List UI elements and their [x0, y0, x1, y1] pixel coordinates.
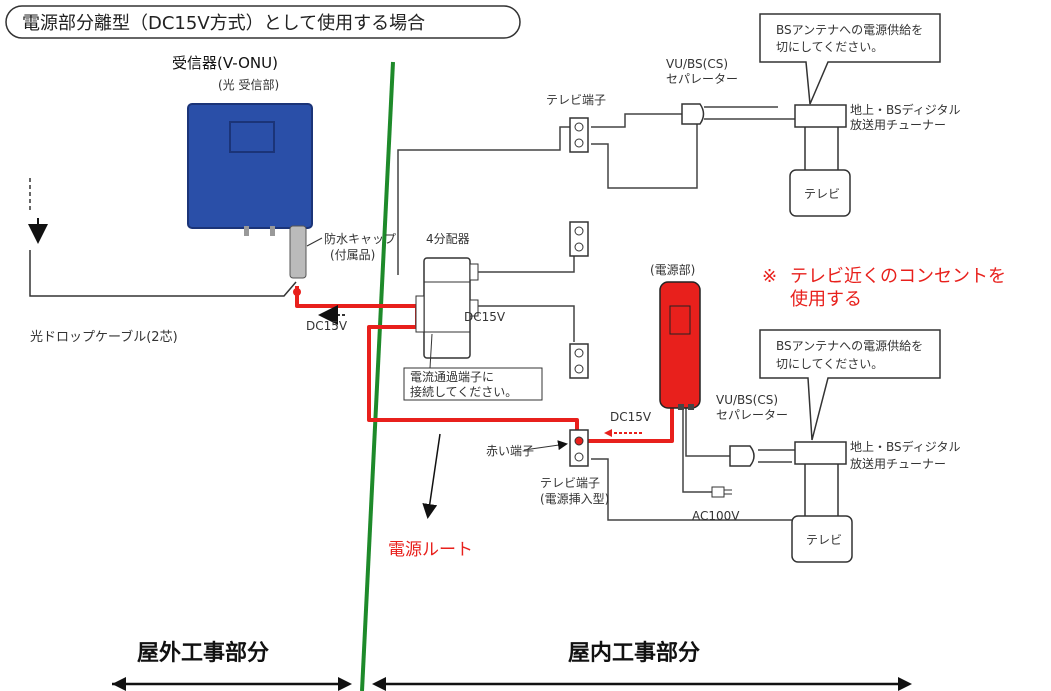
terminal-bottom-label: テレビ端子 (電源挿入型)	[540, 476, 609, 506]
power-route-label: 電源ルート	[388, 540, 473, 560]
receiver-sub-label: (光 受信部)	[218, 77, 279, 92]
svg-text:テレビ: テレビ	[804, 187, 840, 201]
title: 電源部分離型（DC15V方式）として使用する場合	[22, 13, 425, 34]
svg-text:地上・BSディジタル: 地上・BSディジタル	[850, 102, 961, 117]
svg-text:放送用チューナー: 放送用チューナー	[850, 456, 946, 471]
svg-text:使用する: 使用する	[790, 289, 862, 310]
svg-text:放送用チューナー: 放送用チューナー	[850, 117, 946, 132]
separator-label-bottom: VU/BS(CS) セパレーター	[716, 393, 788, 422]
svg-text:(電源挿入型): (電源挿入型)	[540, 492, 609, 506]
tuner-bottom	[794, 441, 847, 465]
tv-terminal-power	[569, 429, 589, 467]
tuner-top	[794, 104, 847, 128]
tv-bottom: テレビ	[791, 515, 853, 563]
title-box: 電源部分離型（DC15V方式）として使用する場合	[5, 5, 521, 39]
receiver-label: 受信器(V-ONU)	[172, 54, 278, 72]
tv-top: テレビ	[789, 169, 851, 217]
separator-bottom	[729, 445, 755, 467]
outlet-terminal-1	[569, 221, 589, 257]
svg-text:接続してください。: 接続してください。	[410, 384, 517, 399]
svg-text:(付属品): (付属品)	[330, 248, 375, 262]
svg-text:セパレーター: セパレーター	[716, 408, 788, 422]
svg-text:※: ※	[762, 266, 777, 287]
svg-text:テレビ近くのコンセントを: テレビ近くのコンセントを	[790, 266, 1006, 287]
svg-text:電流通過端子に: 電流通過端子に	[410, 370, 494, 384]
ac-plug	[711, 486, 732, 498]
dc-left-label: DC15V	[306, 319, 348, 333]
svg-text:切にしてください。: 切にしてください。	[776, 40, 883, 54]
svg-text:地上・BSディジタル: 地上・BSディジタル	[850, 439, 961, 454]
svg-text:BSアンテナへの電源供給を: BSアンテナへの電源供給を	[776, 23, 923, 37]
svg-text:VU/BS(CS): VU/BS(CS)	[716, 393, 778, 407]
outdoor-span-arrow	[112, 677, 352, 691]
power-unit-label: (電源部)	[650, 262, 695, 277]
tv-terminal-top	[569, 117, 589, 153]
waterproof-cap-label: 防水キャップ (付属品)	[324, 231, 396, 262]
indoor-span-arrow	[372, 677, 912, 691]
separator-top	[681, 103, 705, 125]
tuner-top-label: 地上・BSディジタル 放送用チューナー	[850, 102, 961, 132]
coax-cables	[397, 106, 795, 521]
svg-text:セパレーター: セパレーター	[666, 72, 738, 86]
callout-top: BSアンテナへの電源供給を 切にしてください。	[759, 13, 941, 105]
outlet-notice: ※ テレビ近くのコンセントを 使用する	[762, 266, 1006, 310]
splitter-label: 4分配器	[426, 232, 470, 246]
power-dc-label: DC15V	[610, 410, 652, 424]
power-unit	[659, 281, 701, 410]
ac-label: AC100V	[692, 509, 740, 523]
tuner-bottom-label: 地上・BSディジタル 放送用チューナー	[850, 439, 961, 471]
svg-text:テレビ端子: テレビ端子	[540, 476, 600, 490]
terminal-top-label: テレビ端子	[546, 93, 606, 107]
splitter-note-box: 電流通過端子に 接続してください。	[403, 367, 543, 401]
red-terminal-label: 赤い端子	[486, 444, 534, 458]
outdoor-indoor-divider	[360, 61, 395, 691]
power-route-line	[295, 286, 674, 443]
fiber-cable-label: 光ドロップケーブル(2芯)	[30, 329, 178, 345]
outdoor-section-label: 屋外工事部分	[137, 640, 269, 666]
callout-bottom: BSアンテナへの電源供給を 切にしてください。	[759, 329, 941, 441]
splitter-dc-label: DC15V	[464, 310, 506, 324]
separator-label-top: VU/BS(CS) セパレーター	[666, 57, 738, 86]
outlet-terminal-2	[569, 343, 589, 379]
receiver-unit	[187, 103, 313, 279]
svg-text:テレビ: テレビ	[806, 533, 842, 547]
svg-text:切にしてください。: 切にしてください。	[776, 357, 883, 371]
fiber-cable	[28, 178, 297, 297]
svg-text:VU/BS(CS): VU/BS(CS)	[666, 57, 728, 71]
svg-text:防水キャップ: 防水キャップ	[324, 231, 396, 246]
indoor-section-label: 屋内工事部分	[568, 640, 700, 666]
svg-text:BSアンテナへの電源供給を: BSアンテナへの電源供給を	[776, 339, 923, 353]
splitter-4way	[415, 257, 479, 359]
